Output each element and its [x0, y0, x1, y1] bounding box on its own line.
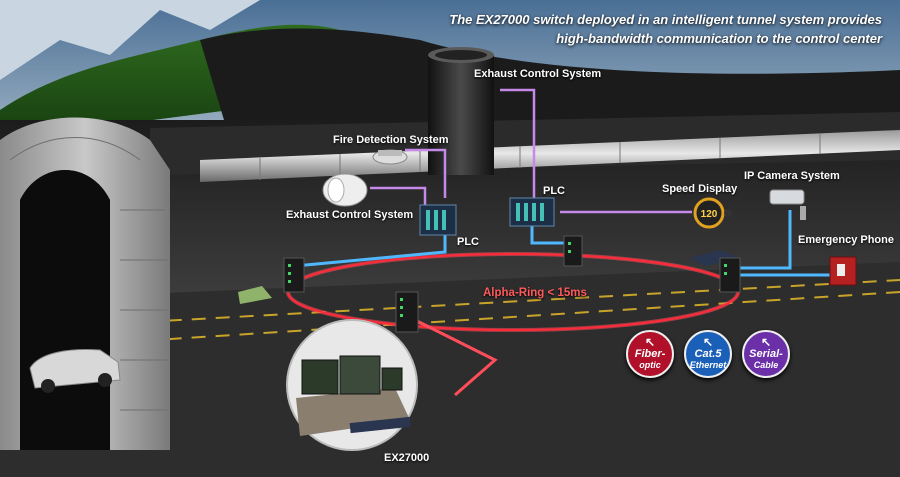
label-emergency-phone: Emergency Phone [798, 234, 894, 246]
speed-display-value: 120 [701, 209, 718, 220]
label-exhaust-control-top: Exhaust Control System [474, 68, 602, 80]
label-plc-left: PLC [457, 236, 479, 248]
switch-center-icon [563, 235, 583, 267]
plc-left-icon [419, 204, 457, 236]
label-ip-camera: IP Camera System [744, 170, 840, 182]
label-alpha-ring: Alpha-Ring < 15ms [483, 287, 587, 299]
label-exhaust-control-left: Exhaust Control System [286, 209, 414, 221]
headline: The EX27000 switch deployed in an intell… [449, 10, 882, 48]
label-ex27000: EX27000 [384, 452, 430, 464]
switch-left-icon [283, 257, 305, 293]
switch-front-icon [395, 291, 419, 333]
legend-serial-cable: ↖ Serial- Cable [742, 330, 790, 378]
label-fire-detection: Fire Detection System [333, 134, 449, 146]
exhaust-fan-icon [322, 173, 368, 207]
switch-right-icon [719, 257, 741, 293]
ip-camera-icon [769, 189, 806, 220]
plc-center-icon [509, 197, 555, 227]
legend-fiber-optic: ↖ Fiber- optic [626, 330, 674, 378]
label-speed-display: Speed Display [662, 183, 738, 195]
arrow-icon: ↖ [644, 335, 656, 349]
emergency-phone-icon [829, 256, 857, 286]
legend-cat5-ethernet: ↖ Cat.5 Ethernet [684, 330, 732, 378]
control-center-icon [286, 319, 418, 451]
headline-line-2: high-bandwidth communication to the cont… [556, 31, 882, 46]
label-plc-center: PLC [543, 185, 565, 197]
car-green [238, 286, 272, 304]
speed-display-icon: 120 [693, 197, 732, 229]
car-white [29, 349, 121, 393]
arrow-icon: ↖ [702, 335, 714, 349]
headline-line-1: The EX27000 switch deployed in an intell… [449, 12, 882, 27]
fire-detector-icon [372, 149, 408, 165]
car-dark [690, 250, 740, 266]
arrow-icon: ↖ [760, 335, 772, 349]
